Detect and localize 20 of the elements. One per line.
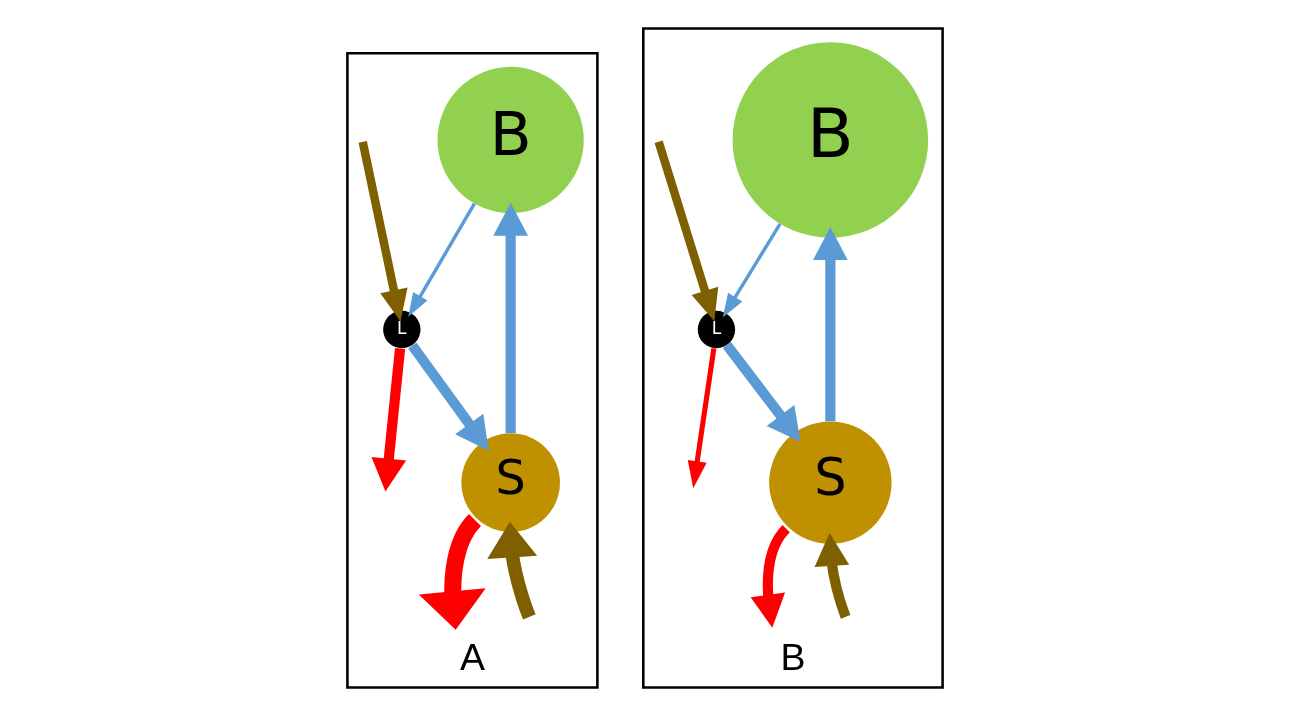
arrow bbox=[654, 140, 719, 322]
arrow bbox=[750, 525, 790, 628]
arrow bbox=[487, 521, 538, 620]
arrow bbox=[408, 202, 476, 317]
arrow bbox=[814, 532, 851, 619]
arrow bbox=[358, 140, 408, 322]
node-circle: L bbox=[383, 310, 421, 349]
node-circle: L bbox=[697, 310, 736, 349]
arrow bbox=[687, 348, 717, 489]
node-circle: B bbox=[732, 42, 929, 238]
arrow bbox=[722, 342, 801, 442]
node-circle: S bbox=[461, 433, 560, 532]
node-circle: S bbox=[769, 421, 892, 544]
arrow bbox=[722, 223, 782, 318]
arrow bbox=[408, 342, 489, 451]
node-circle: B bbox=[437, 66, 584, 214]
arrow bbox=[371, 347, 407, 492]
arrow bbox=[493, 202, 529, 434]
arrow bbox=[813, 227, 848, 422]
arrow bbox=[418, 514, 486, 630]
